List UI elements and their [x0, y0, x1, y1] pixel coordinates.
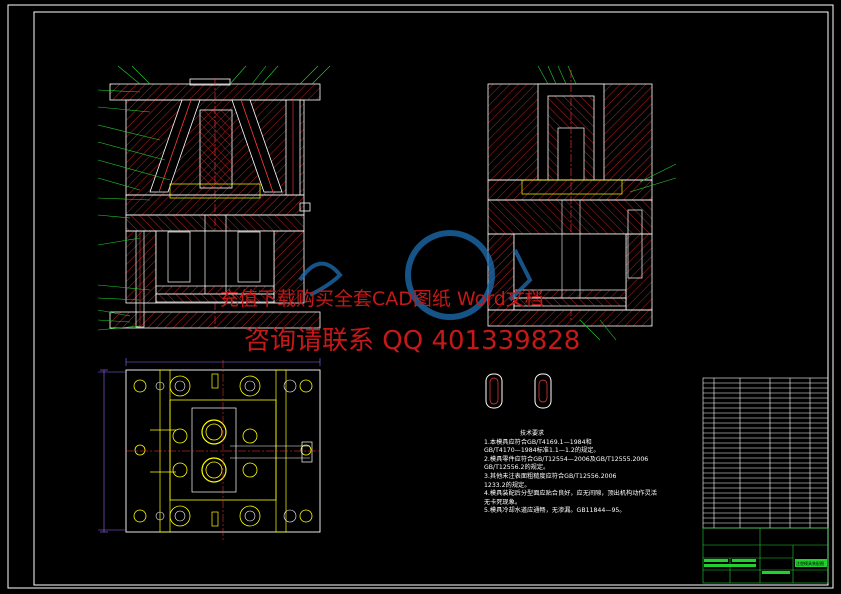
outer-frame [7, 4, 834, 589]
tech-line: 2.模具零件应符合GB/T12554—2006及GB/T12555.2006 [484, 455, 649, 463]
title-block-fill [704, 559, 827, 574]
title-block [702, 527, 829, 584]
front-section-view [97, 65, 331, 331]
tech-line: 1.本模具应符合GB/T4169.1—1984和 [484, 438, 592, 446]
drawing-name: 注塑模具装配图 [796, 561, 824, 566]
tech-line: 无卡死现象。 [484, 498, 522, 506]
parts-list-table [702, 377, 829, 529]
tech-line: 1233.2的规定。 [484, 481, 531, 489]
tech-line: 5.模具冷却水道应通畅，无渗漏。GB11844—95。 [484, 507, 626, 515]
technical-requirements: 技术要求 1.本模具应符合GB/T4169.1—1984和 GB/T4170—1… [484, 430, 657, 516]
inner-frame [33, 11, 829, 586]
tech-line: GB/T12556.2的规定。 [484, 464, 550, 472]
plan-view [98, 358, 321, 540]
tech-line: GB/T4170—1984标准1.1—1.2的规定。 [484, 447, 600, 455]
part-sketches [485, 373, 552, 409]
logo-watermark [298, 230, 533, 320]
tech-line: 4.模具装配后分型面应贴合良好，应无间隙，顶出机构动作灵活 [484, 490, 657, 498]
watermark-line-1: 充值下载购买全套CAD图纸 Word文档 [220, 288, 544, 310]
tech-line: 3.其他未注表面粗糙度应符合GB/T12556.2006 [484, 472, 617, 480]
side-section-view [487, 65, 677, 341]
watermark-line-2: 咨询请联系 QQ 401339828 [244, 326, 581, 356]
tech-title: 技术要求 [520, 430, 545, 437]
